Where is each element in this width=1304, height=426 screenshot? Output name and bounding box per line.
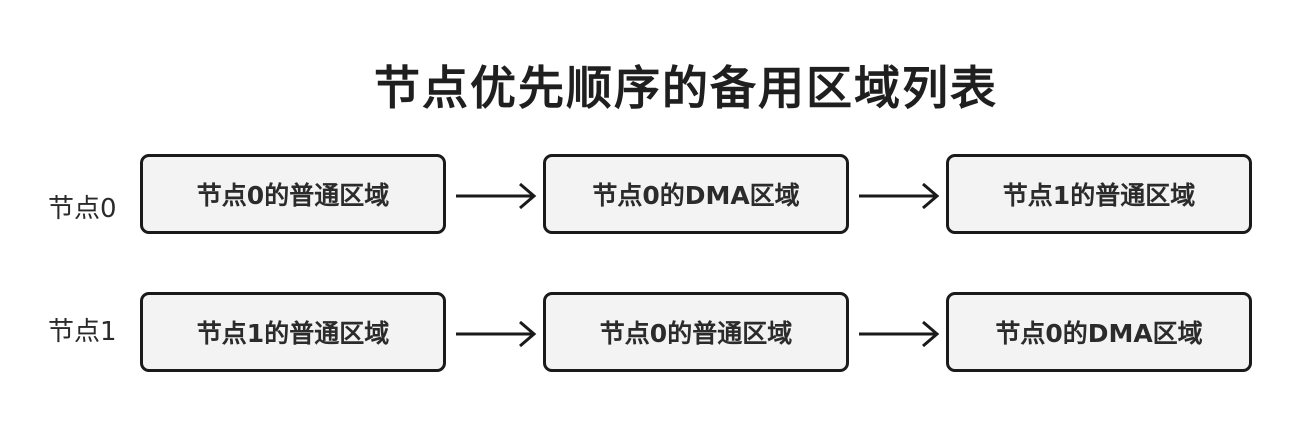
zone-label: 节点0的DMA区域 (995, 319, 1203, 348)
row-label-node0: 节点0 (48, 194, 117, 224)
right-arrow-icon (456, 320, 537, 348)
zone-box: 节点1的普通区域 (140, 292, 446, 372)
zone-label: 节点1的普通区域 (196, 319, 390, 348)
zone-label: 节点0的普通区域 (599, 319, 793, 348)
zone-box: 节点0的普通区域 (543, 292, 849, 372)
zone-label: 节点0的DMA区域 (592, 181, 800, 210)
zone-box: 节点0的普通区域 (140, 154, 446, 234)
right-arrow-icon (456, 182, 537, 210)
row-label-node1: 节点1 (48, 317, 117, 347)
zone-label: 节点0的普通区域 (196, 181, 390, 210)
page-title: 节点优先顺序的备用区域列表 (374, 61, 998, 115)
zone-box: 节点0的DMA区域 (946, 292, 1252, 372)
right-arrow-icon (859, 320, 940, 348)
zone-box: 节点0的DMA区域 (543, 154, 849, 234)
right-arrow-icon (859, 182, 940, 210)
zone-label: 节点1的普通区域 (1002, 181, 1196, 210)
zone-box: 节点1的普通区域 (946, 154, 1252, 234)
